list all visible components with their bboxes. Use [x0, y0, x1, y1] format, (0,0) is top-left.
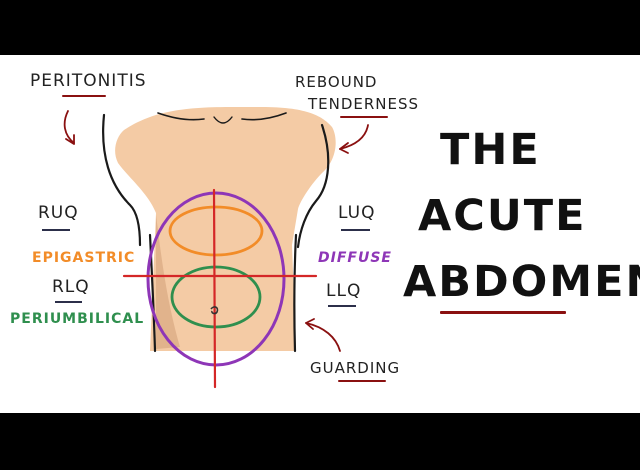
torso-outline-right-lower	[293, 233, 298, 353]
sternal-notch	[213, 116, 233, 124]
rebound-underline	[340, 116, 388, 118]
title-line1: THE	[440, 125, 541, 175]
peritonitis-arrowhead	[65, 134, 75, 145]
diffuse-label: DIFFUSE	[318, 250, 392, 266]
torso-body	[115, 107, 336, 351]
llq-label: LLQ	[326, 281, 362, 301]
peritonitis-arrow	[63, 110, 75, 144]
peritonitis-underline	[62, 95, 106, 97]
torso-outline-left-lower	[148, 233, 157, 353]
diagram-canvas: PERITONITIS RUQ EPIGASTRIC RLQ PERIUMBIL…	[0, 55, 640, 413]
torso-outline-right	[296, 123, 330, 249]
title-line3: ABDOMEN	[403, 257, 640, 307]
rebound-label-line2: TENDERNESS	[308, 95, 420, 113]
epigastric-label: EPIGASTRIC	[32, 250, 136, 266]
torso-shadow	[156, 215, 180, 349]
peritonitis-label: PERITONITIS	[30, 71, 147, 91]
rebound-label-line1: REBOUND	[295, 73, 378, 91]
rlq-label: RLQ	[52, 277, 90, 297]
title-line2: ACUTE	[418, 191, 587, 241]
torso-illustration	[42, 107, 370, 389]
guarding-label: GUARDING	[310, 359, 401, 377]
umbilicus	[210, 306, 219, 315]
periumbilical-region	[170, 265, 262, 329]
diffuse-region	[146, 191, 286, 367]
title-underline	[440, 311, 566, 314]
guarding-arrow	[305, 322, 341, 352]
rebound-arrow	[339, 124, 369, 150]
clavicle-left	[157, 112, 205, 121]
rebound-arrowhead	[339, 142, 349, 154]
guarding-arrowhead	[305, 318, 315, 330]
luq-label: LUQ	[338, 203, 376, 223]
periumbilical-label: PERIUMBILICAL	[10, 311, 145, 327]
ruq-label: RUQ	[38, 203, 79, 223]
torso-outline-left	[102, 113, 142, 247]
clavicle-right	[241, 112, 287, 121]
guarding-underline	[338, 380, 386, 382]
epigastric-region	[168, 205, 264, 257]
quadrant-vertical-line	[212, 188, 217, 389]
